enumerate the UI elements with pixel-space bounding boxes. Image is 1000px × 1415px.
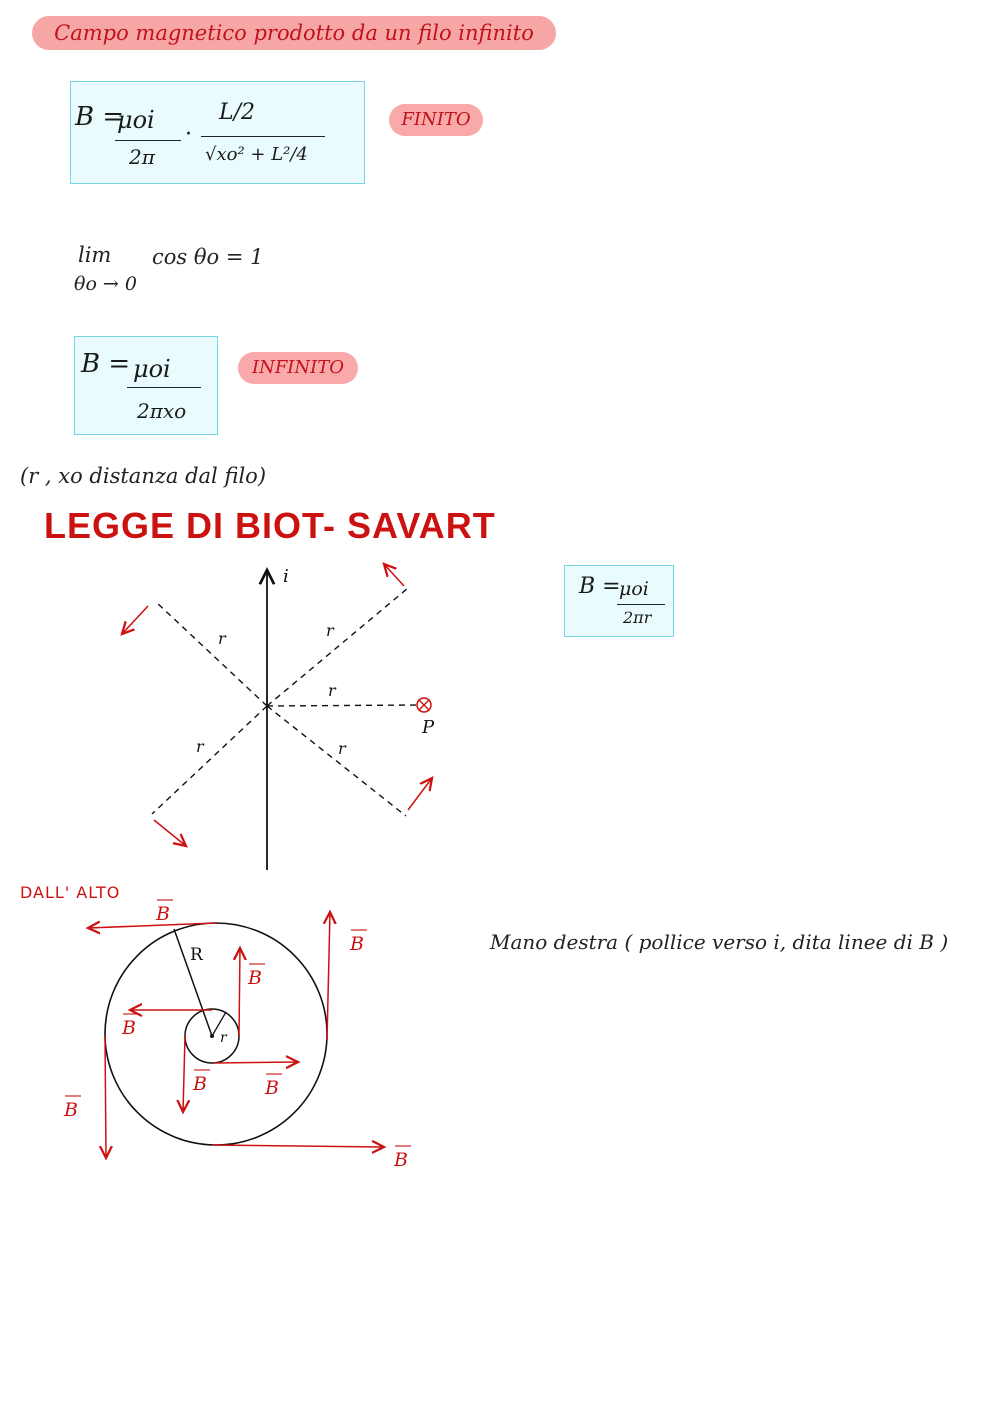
radius-label-3: r [328,681,337,700]
finite-numerator-2: L/2 [219,100,256,125]
field-label-top-right: B [349,933,364,955]
radius-label-2: r [326,621,335,640]
outer-field-arrow-right [327,912,330,1041]
finite-numerator-1: μoi [117,106,155,134]
field-label-top: B [155,903,170,925]
limit-lim: lim [78,243,112,267]
outer-field-arrow-left [105,1035,106,1158]
finite-formula-box: B = μoi 2π · L/2 √xo² + L²/4 [70,81,365,184]
finite-dot: · [185,122,192,147]
field-arrow-lower-left [153,819,186,846]
current-label: i [283,566,289,587]
biot-formula-box: B = μoi 2πr [564,565,674,637]
big-radius-line [173,928,213,1037]
finite-b-symbol: B = [75,102,125,132]
right-hand-note: Mano destra ( pollice verso i, dita line… [490,930,949,954]
field-label-left: B [63,1099,78,1121]
infinite-denominator: 2πxo [137,399,187,423]
finite-fraction-bar-1 [115,140,181,141]
biot-numerator: μoi [619,578,649,600]
point-p-marker [416,697,432,713]
radius-line-lower-left [151,705,268,815]
field-label-bottom-right: B [393,1149,408,1171]
radius-label-5: r [338,739,347,758]
outer-field-arrow-bottom [211,1145,384,1147]
distance-note: (r , xo distanza dal filo) [20,464,267,488]
field-arrow-lower-right [407,778,432,811]
point-p-label: P [421,717,435,738]
limit-condition: θo → 0 [74,273,137,295]
big-radius-label: R [190,945,204,965]
radius-line-lower-right [266,705,407,817]
inner-field-arrow-bottom [213,1062,298,1063]
biot-b-symbol: B = [579,574,621,599]
finite-denominator-2: √xo² + L²/4 [205,144,308,165]
page-title: Campo magnetico prodotto da un filo infi… [32,16,556,50]
finite-denominator-1: 2π [129,145,155,169]
outer-field-arrow-top [88,923,217,928]
field-label-inner-bottom-left: B [192,1073,207,1095]
field-label-inner-left: B [121,1017,136,1039]
infinite-fraction-bar [127,387,201,388]
top-view-label: DALL' ALTO [20,883,120,902]
limit-expression: cos θo = 1 [152,245,264,269]
inner-field-arrow-right [239,948,240,1037]
biot-fraction-bar [617,604,665,605]
radius-line-upper-right [266,587,409,707]
biot-denominator: 2πr [623,608,652,627]
radius-label-1: r [218,629,227,648]
outer-field-circle [104,922,328,1146]
field-label-inner-right: B [247,967,262,989]
infinite-b-symbol: B = [81,349,131,379]
infinite-formula-box: B = μoi 2πxo [74,336,218,435]
infinite-numerator: μoi [133,355,171,383]
radius-line-upper-left [155,601,268,707]
finite-fraction-bar-2 [201,136,325,137]
wire-center-dot [210,1034,214,1038]
field-arrow-upper-left [122,605,149,634]
radius-label-4: r [196,737,205,756]
small-radius-line [211,1011,227,1037]
biot-savart-heading: LEGGE DI BIOT- SAVART [44,505,496,546]
inner-field-arrow-left [183,1035,185,1112]
field-label-inner-bottom-right: B [264,1077,279,1099]
finite-tag: FINITO [389,104,483,136]
small-radius-label: r [220,1030,228,1046]
field-arrow-upper-right [384,564,405,587]
infinite-tag: INFINITO [238,352,358,384]
radius-line-right [266,704,421,707]
point-p-cross-2 [418,699,430,711]
